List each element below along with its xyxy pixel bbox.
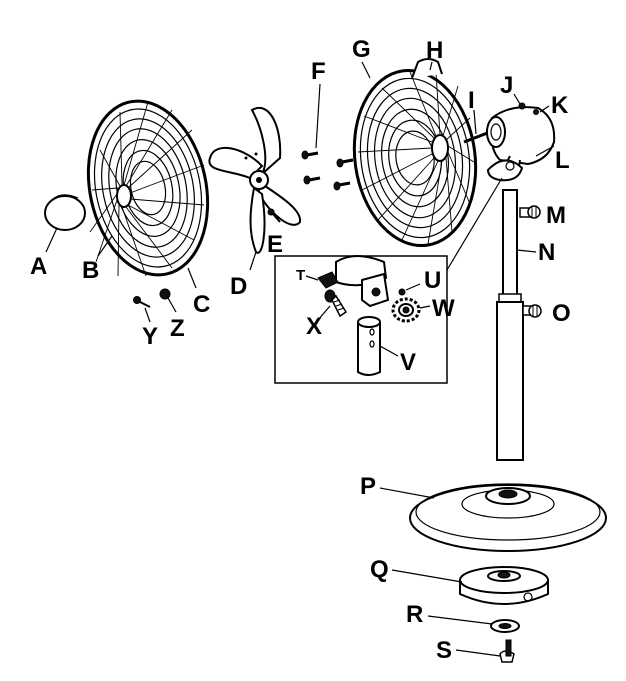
part-z-nut: [159, 288, 171, 300]
part-j-knob: [518, 102, 526, 110]
label-v: V: [400, 349, 416, 376]
part-m-height-knob: [519, 205, 541, 219]
part-i-shaft: [463, 130, 491, 144]
label-o: O: [552, 300, 571, 327]
label-t: T: [296, 267, 305, 284]
label-f: F: [311, 58, 326, 85]
label-i: I: [468, 87, 475, 114]
part-t-knob: [317, 271, 339, 289]
part-v-tube: [357, 316, 381, 376]
label-w: W: [432, 295, 455, 322]
part-b-front-grille: [86, 99, 210, 277]
label-l: L: [555, 147, 570, 174]
label-h: H: [426, 37, 443, 64]
part-s-bolt: [499, 639, 515, 663]
part-n-upper-pole: [498, 189, 522, 303]
part-k-screw: [533, 109, 539, 115]
part-d-fan-blade: [208, 107, 302, 254]
label-z: Z: [170, 315, 185, 342]
label-b: B: [82, 257, 99, 284]
label-n: N: [538, 239, 555, 266]
part-q-base-weight: [459, 566, 549, 605]
part-y-screw: [133, 296, 151, 308]
part-u-screw: [398, 288, 406, 296]
part-g-rear-grille: [352, 68, 478, 248]
label-j: J: [500, 72, 513, 99]
part-f-screws: [301, 150, 354, 191]
label-x: X: [306, 313, 322, 340]
part-w-gear: [391, 297, 421, 323]
label-d: D: [230, 273, 247, 300]
label-u: U: [424, 267, 441, 294]
part-p-base-plate: [409, 483, 607, 552]
label-s: S: [436, 637, 452, 664]
label-r: R: [406, 601, 423, 628]
label-q: Q: [370, 556, 389, 583]
part-e-screw: [267, 208, 281, 223]
label-c: C: [193, 291, 210, 318]
part-h-handle: [411, 58, 443, 79]
detail-inset: [274, 255, 448, 384]
label-g: G: [352, 36, 371, 63]
part-lower-pole: [496, 301, 524, 461]
label-p: P: [360, 473, 376, 500]
label-m: M: [546, 202, 566, 229]
part-a-spinner-cap: [44, 194, 86, 231]
part-o-height-knob: [522, 304, 542, 318]
label-e: E: [267, 231, 283, 258]
part-r-washer: [490, 619, 520, 633]
label-a: A: [30, 253, 47, 280]
label-k: K: [551, 92, 569, 119]
label-y: Y: [142, 323, 158, 350]
part-l-motor-housing: [486, 106, 556, 182]
part-x-bolt: [324, 289, 348, 318]
